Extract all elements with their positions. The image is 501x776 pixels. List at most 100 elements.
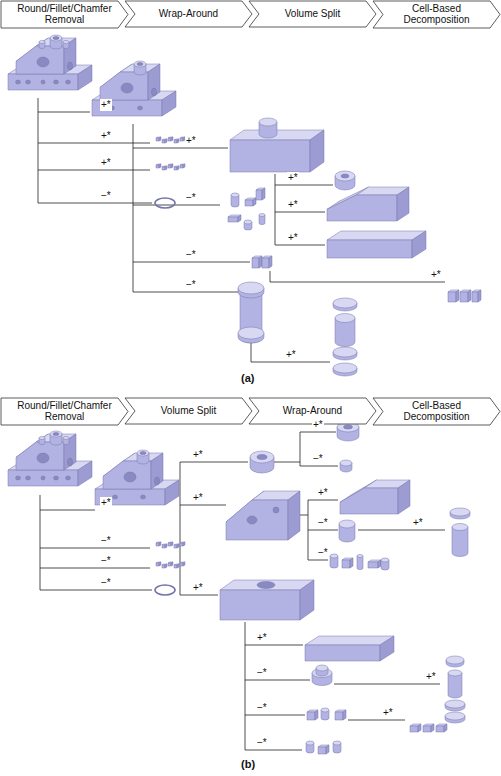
part-shape <box>333 363 357 373</box>
part-shape <box>63 41 69 44</box>
branch-sign: −* <box>317 547 329 559</box>
part-shape <box>288 491 300 540</box>
part-shape <box>64 434 76 470</box>
part-shape <box>478 290 481 302</box>
part-shape <box>238 215 241 222</box>
part-shape <box>344 425 353 429</box>
part-shape <box>177 544 179 548</box>
part-shape <box>40 495 41 590</box>
part-shape <box>251 362 330 363</box>
part-shape <box>306 741 314 745</box>
branch-sign: −* <box>185 192 197 204</box>
part-shape <box>368 562 378 568</box>
part-shape <box>8 470 78 486</box>
part-shape <box>436 726 444 732</box>
part-shape <box>183 164 185 168</box>
part-shape <box>40 510 95 511</box>
part-shape <box>446 656 464 664</box>
part-shape <box>68 62 73 70</box>
part-shape <box>333 347 357 357</box>
part-shape <box>308 500 338 501</box>
branch-sign: +* <box>312 419 324 431</box>
part-shape <box>165 139 167 143</box>
part-shape <box>444 724 447 732</box>
part-shape <box>448 292 456 302</box>
part-shape <box>159 164 161 168</box>
part-shape <box>252 258 259 268</box>
part-shape <box>247 516 257 524</box>
part-shape <box>300 466 338 467</box>
part-shape <box>238 282 264 294</box>
part-shape <box>238 327 264 339</box>
part-shape <box>168 563 171 566</box>
branch-sign: +* <box>287 199 299 211</box>
part-shape <box>162 140 165 143</box>
part-shape <box>133 262 250 263</box>
branch-sign: −* <box>256 702 268 714</box>
part-shape <box>256 190 262 200</box>
part-shape <box>340 488 398 514</box>
part-shape <box>37 453 49 463</box>
part-shape <box>259 256 262 268</box>
chevron-outline <box>373 1 500 28</box>
part-shape <box>450 508 470 516</box>
stage-chevron: Round/Fillet/Chamfer Removal <box>1 1 128 28</box>
branch-sign: +* <box>185 135 197 147</box>
part-shape <box>152 88 157 96</box>
part-shape <box>308 530 338 531</box>
part-drawings <box>8 35 481 754</box>
branch-sign: +* <box>285 349 297 361</box>
part-shape <box>54 476 59 480</box>
part-shape <box>159 542 161 546</box>
part-shape <box>183 562 185 566</box>
part-shape <box>456 290 459 302</box>
branch-sign: −* <box>256 667 268 679</box>
part-shape <box>228 217 238 222</box>
branch-sign: −* <box>100 555 112 567</box>
part-shape <box>78 65 92 90</box>
branch-sign: +* <box>412 517 424 529</box>
stage-title: Wrap-Around <box>159 9 218 20</box>
part-shape <box>468 290 471 302</box>
branch-sign: +* <box>100 130 112 142</box>
branch-sign: −* <box>185 249 197 261</box>
part-shape <box>177 166 179 170</box>
part-shape <box>92 100 162 116</box>
part-shape <box>156 165 159 168</box>
part-shape <box>245 200 253 206</box>
branch-sign: +* <box>317 487 329 499</box>
part-shape <box>137 450 149 456</box>
part-shape <box>452 527 468 557</box>
branch-sign: +* <box>382 707 394 719</box>
part-shape <box>220 580 314 590</box>
part-shape <box>134 61 146 67</box>
part-shape <box>448 673 462 698</box>
chevron-outline <box>249 1 376 27</box>
part-shape <box>448 670 462 676</box>
part-shape <box>174 565 177 568</box>
branch-sign: +* <box>100 99 112 111</box>
part-shape <box>262 188 265 200</box>
part-shape <box>54 80 59 84</box>
part-shape <box>180 595 218 596</box>
part-shape <box>63 437 69 440</box>
part-shape <box>334 684 440 685</box>
part-shape <box>275 185 333 186</box>
branch-sign: +* <box>192 492 204 504</box>
stage-title: Volume Split <box>161 406 217 417</box>
part-shape <box>321 708 329 712</box>
part-shape <box>333 741 341 745</box>
part-shape <box>155 477 160 485</box>
stage-chevron: Volume Split <box>249 1 376 27</box>
part-shape <box>38 112 90 113</box>
branch-sign: +* <box>287 172 299 184</box>
part-shape <box>133 124 134 292</box>
part-shape <box>257 455 267 460</box>
part-shape <box>253 198 256 206</box>
part-shape <box>39 41 45 44</box>
part-shape <box>168 543 171 546</box>
part-shape <box>335 314 355 323</box>
part-shape <box>41 476 45 480</box>
part-shape <box>333 298 357 308</box>
